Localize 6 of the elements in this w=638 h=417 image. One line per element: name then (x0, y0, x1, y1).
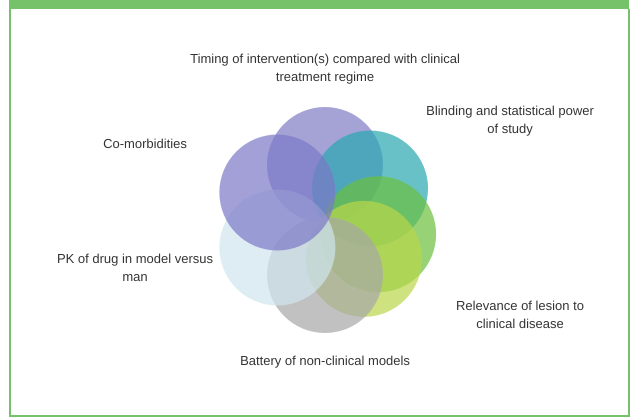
factor-label: Battery of non-clinical models (239, 352, 411, 370)
factor-label: Blinding and statistical power of study (425, 102, 595, 138)
factor-label: Co-morbidities (102, 135, 188, 153)
factor-label: Relevance of lesion to clinical disease (455, 297, 585, 334)
factor-label: Timing of intervention(s) compared with clinical treatment regime (190, 50, 460, 86)
factor-label: PK of drug in model versus man (56, 250, 214, 286)
